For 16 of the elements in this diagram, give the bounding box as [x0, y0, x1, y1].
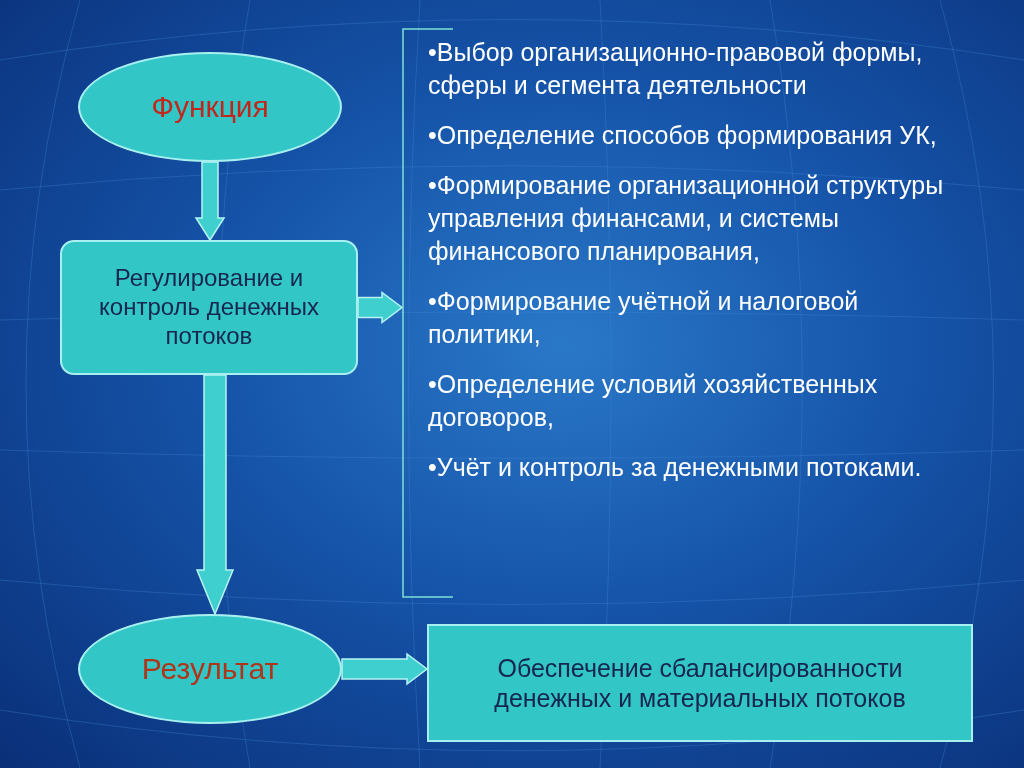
bullet-text: •Определение условий хозяйственных договоров, — [428, 369, 879, 433]
block-arrow — [195, 374, 235, 616]
result-box — [427, 624, 973, 742]
block-arrow — [357, 291, 404, 324]
bullet-text: •Формирование учётной и налоговой политики, — [428, 286, 860, 350]
box-text: Обеспечение сбалансированности денежных и материальных потоков — [493, 653, 907, 713]
bullet-text: •Выбор организационно-правовой формы, сферы и сегмента деятельности — [428, 37, 924, 101]
oval-label: Функция — [150, 89, 270, 125]
bullet-text: •Формирование организационной структуры управления финансами, и системы финансового планирования, — [428, 170, 945, 267]
oval-label: Результат — [140, 651, 280, 687]
process-box — [60, 240, 358, 375]
bullet-text: •Определение способов формирования УК, — [428, 120, 938, 151]
block-arrow — [194, 161, 226, 242]
box-text: Регулирование и контроль денежных потоков — [98, 264, 320, 351]
bullet-text: •Учёт и контроль за денежными потоками. — [428, 452, 923, 483]
block-arrow — [341, 652, 429, 686]
